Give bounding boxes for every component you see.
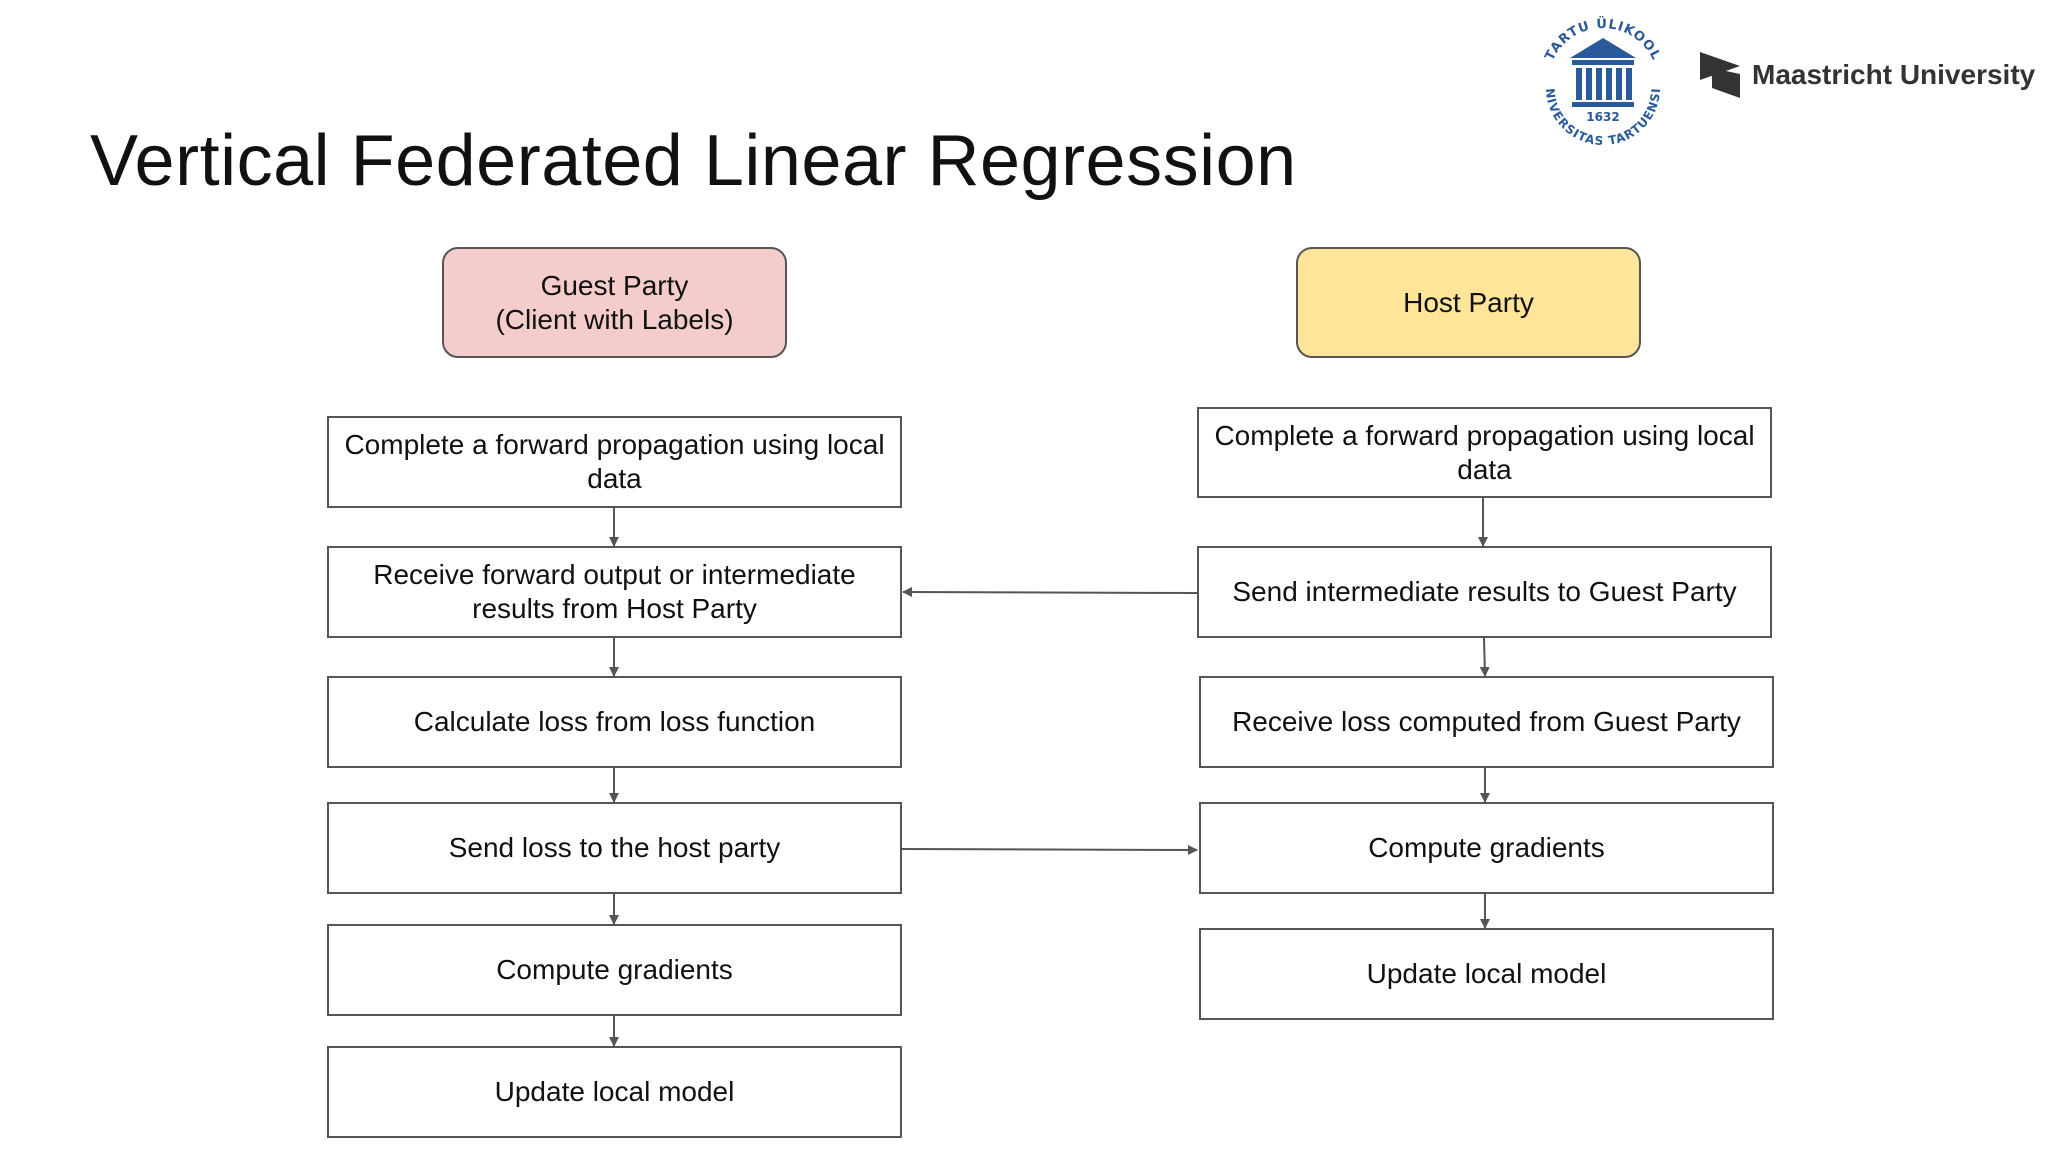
host-arrow-2-3 xyxy=(1479,637,1490,677)
guest-step-update-model: Update local model xyxy=(327,1046,902,1138)
host-step-forward-propagation: Complete a forward propagation using loc… xyxy=(1197,407,1772,498)
guest-to-host-arrow xyxy=(901,844,1198,855)
guest-step-receive-intermediate: Receive forward output or intermediate r… xyxy=(327,546,902,638)
um-emblem-icon xyxy=(1700,52,1740,98)
host-step-update-model: Update local model xyxy=(1199,928,1774,1020)
guest-step-send-loss: Send loss to the host party xyxy=(327,802,902,894)
guest-party-header: Guest Party (Client with Labels) xyxy=(442,247,787,358)
maastricht-university-wordmark: Maastricht University xyxy=(1752,59,2036,90)
host-to-guest-arrow xyxy=(902,587,1198,598)
guest-step-forward-propagation: Complete a forward propagation using loc… xyxy=(327,416,902,508)
host-step-compute-gradients: Compute gradients xyxy=(1199,802,1774,894)
slide-title: Vertical Federated Linear Regression xyxy=(90,121,1297,201)
maastricht-university-logo: Maastricht University xyxy=(1700,52,2035,98)
host-step-send-intermediate: Send intermediate results to Guest Party xyxy=(1197,546,1772,638)
svg-text:1632: 1632 xyxy=(1586,110,1619,124)
guest-step-calculate-loss: Calculate loss from loss function xyxy=(327,676,902,768)
guest-step-compute-gradients: Compute gradients xyxy=(327,924,902,1016)
university-of-tartu-logo: TARTU ÜLIKOOL UNIVERSITAS TARTUENSIS 163… xyxy=(1528,8,1662,148)
host-step-receive-loss: Receive loss computed from Guest Party xyxy=(1199,676,1774,768)
host-party-header: Host Party xyxy=(1296,247,1641,358)
